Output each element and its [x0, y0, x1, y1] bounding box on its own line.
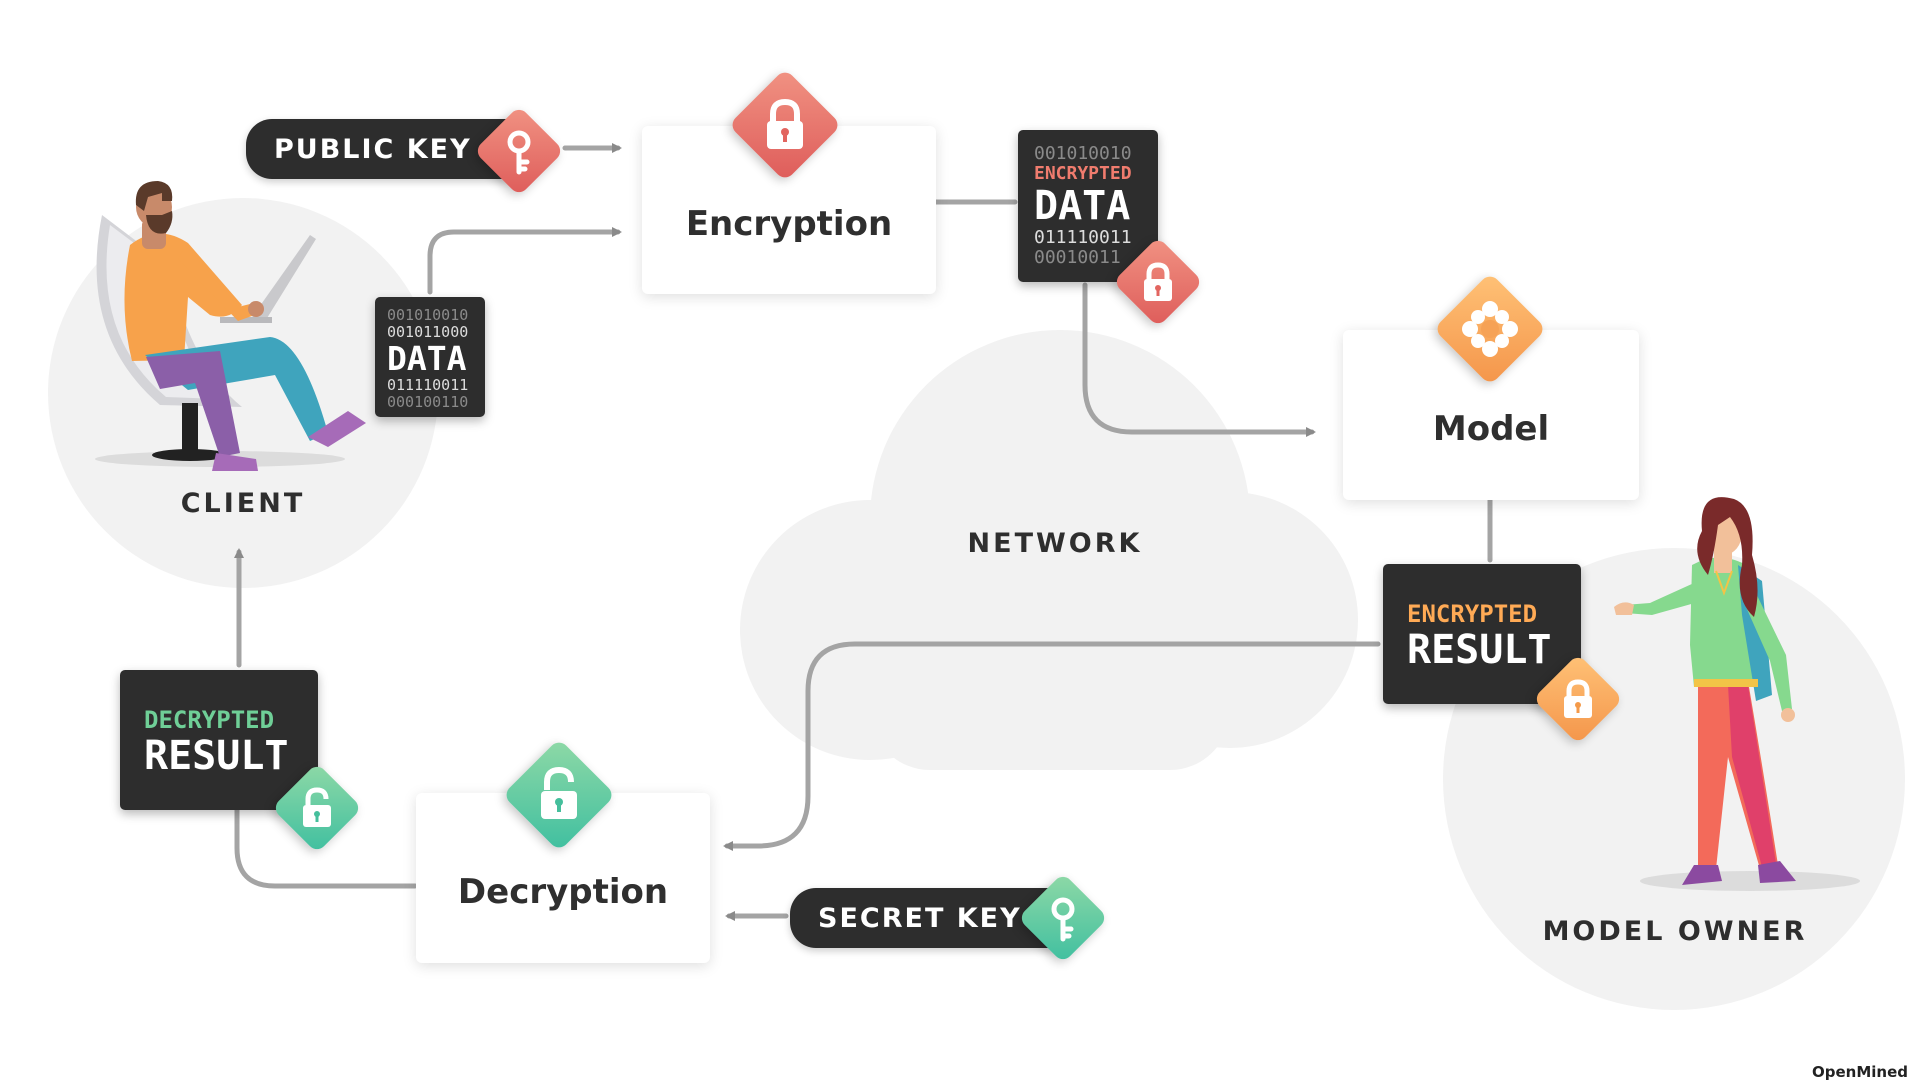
model-owner-illustration — [1614, 497, 1860, 891]
data-card-line1: 001010010 — [387, 306, 469, 324]
encrypted-data-line1: 001010010 — [1034, 143, 1132, 164]
encrypted-result-title: RESULT — [1407, 627, 1552, 673]
model-network-icon — [1431, 270, 1549, 388]
edge-decryption-to-decrypted-result — [234, 807, 418, 889]
encrypted-result-card: ENCRYPTED RESULT — [1383, 564, 1581, 704]
client-label: CLIENT — [180, 488, 306, 519]
decrypted-result-unlock-icon — [270, 761, 364, 855]
encryption-label: Encryption — [685, 204, 893, 244]
edge-data-to-encryption — [427, 227, 622, 295]
model-label: Model — [1432, 409, 1550, 449]
encrypted-data-tag: ENCRYPTED — [1034, 163, 1132, 184]
encrypted-data-card: 001010010 ENCRYPTED DATA 011110011 00010… — [1018, 130, 1158, 282]
data-card-line3: 011110011 — [387, 376, 469, 394]
client-person-illustration — [95, 181, 366, 471]
encrypted-data-title: DATA — [1034, 183, 1131, 229]
secret-key-pill: SECRET KEY — [790, 888, 1060, 948]
encrypted-result-lock-icon — [1531, 652, 1625, 746]
encrypted-result-tag: ENCRYPTED — [1407, 600, 1538, 628]
openmined-brand: OpenMined — [1812, 1063, 1908, 1081]
decrypted-result-title: RESULT — [144, 733, 289, 779]
data-card-line2: 001011000 — [387, 323, 469, 341]
model-owner-label: MODEL OWNER — [1542, 916, 1808, 947]
encrypted-data-line4: 00010011 — [1034, 247, 1121, 268]
decrypted-result-tag: DECRYPTED — [144, 706, 275, 734]
encrypted-data-line3: 011110011 — [1034, 227, 1132, 248]
public-key-pill: PUBLIC KEY — [246, 119, 516, 179]
public-key-icon — [472, 104, 566, 198]
decryption-unlock-icon — [500, 736, 618, 854]
network-cloud — [740, 330, 1358, 770]
encrypted-data-lock-icon — [1111, 235, 1205, 329]
data-card: 001010010 001011000 DATA 011110011 00010… — [375, 297, 485, 417]
secret-key-icon — [1016, 871, 1110, 965]
public-key-label: PUBLIC KEY — [274, 133, 472, 165]
secret-key-label: SECRET KEY — [818, 902, 1022, 934]
edge-encrypted-result-to-decryption — [723, 641, 1381, 851]
decryption-label: Decryption — [457, 872, 669, 912]
data-card-line4: 000100110 — [387, 393, 469, 411]
data-card-title: DATA — [387, 339, 467, 378]
edge-encrypted-data-to-model — [1082, 282, 1316, 437]
decrypted-result-card: DECRYPTED RESULT — [120, 670, 318, 810]
network-label: NETWORK — [967, 528, 1143, 559]
encryption-lock-icon — [726, 66, 844, 184]
